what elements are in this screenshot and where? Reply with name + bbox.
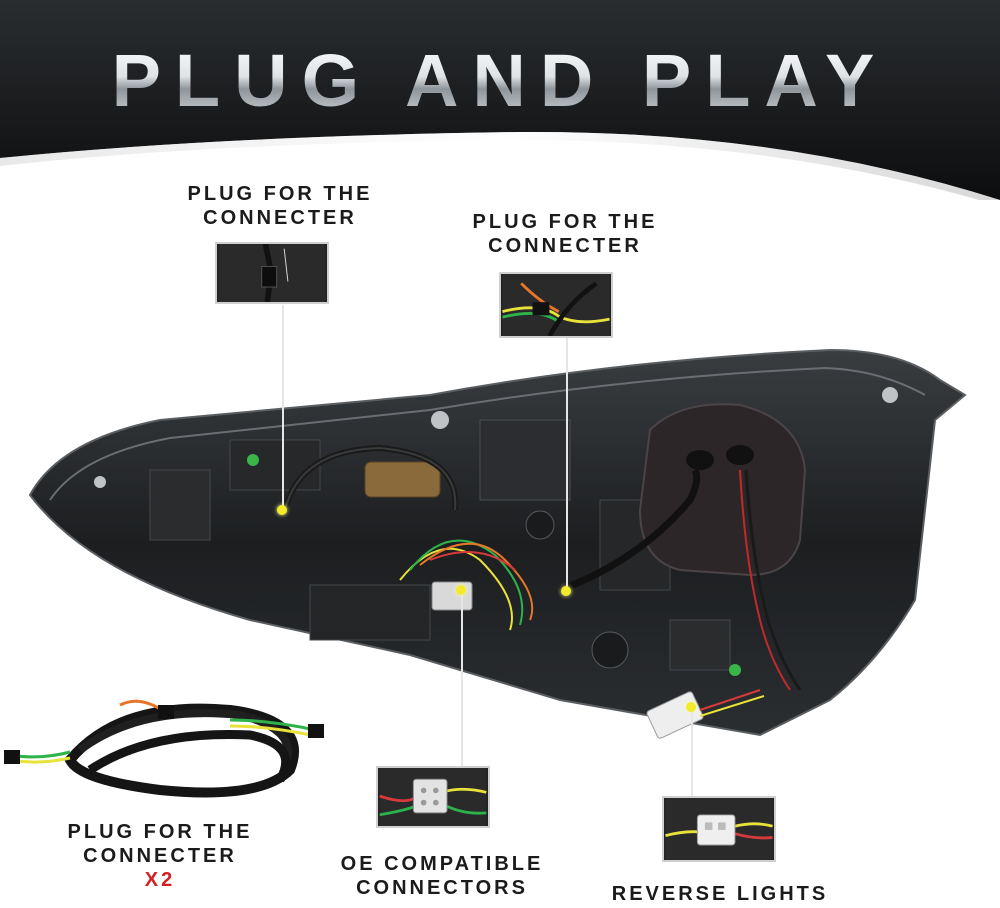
connector-thumbnail-left-top [215,242,329,304]
leader-line-reverse [691,708,693,796]
leader-line-right-top [566,338,568,590]
leader-line-oe [461,590,463,768]
quantity-badge: X2 [144,869,176,891]
leader-line-left-top [282,305,284,510]
header-band [0,0,1000,200]
wire-harness-image [4,699,324,798]
callout-dot-oe [456,585,466,595]
page-title: PLUG AND PLAY [0,38,1000,123]
callout-label-oe: OE COMPATIBLE CONNECTORS [340,853,544,899]
callout-label-harness: PLUG FOR THE CONNECTER X2 [40,820,280,892]
connector-thumbnail-right-top [499,272,613,338]
callout-label-reverse: REVERSE LIGHTS [611,883,829,905]
callout-dot-left-top [277,505,287,515]
callout-label-right-top: PLUG FOR THE CONNECTER [472,211,658,257]
callout-dot-right-top [561,586,571,596]
connector-thumbnail-oe [376,766,490,828]
callout-dot-reverse [686,702,696,712]
connector-thumbnail-reverse [662,796,776,862]
callout-label-left-top: PLUG FOR THE CONNECTER [187,183,373,229]
